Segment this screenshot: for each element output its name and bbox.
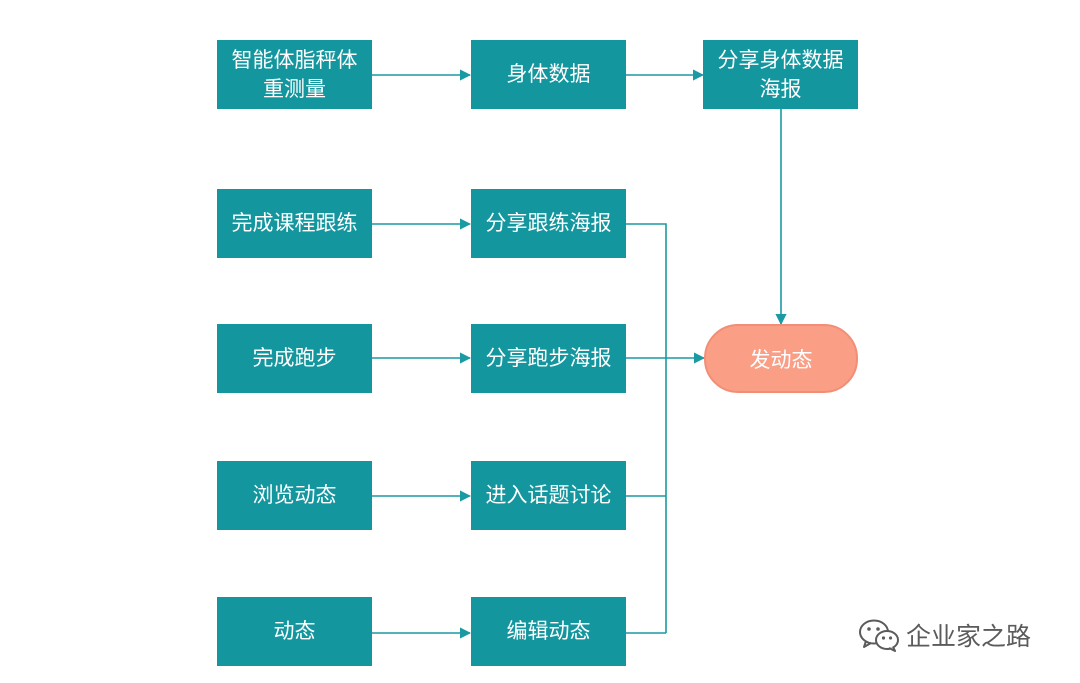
node-share-run-poster: 分享跑步海报: [471, 324, 626, 393]
node-share-body-poster: 分享身体数据海报: [703, 40, 858, 109]
node-post-update-label: 发动态: [749, 347, 813, 372]
node-enter-topic: 进入话题讨论: [471, 461, 626, 530]
watermark-text: 企业家之路: [906, 622, 1032, 651]
node-feed-label: 动态: [273, 619, 316, 643]
node-edit-post: 编辑动态: [471, 597, 626, 666]
watermark: 企业家之路: [858, 616, 1031, 654]
node-share-run-poster-label: 分享跑步海报: [485, 346, 612, 370]
node-smart-scale-label: 智能体脂秤体重测量: [231, 47, 358, 101]
node-post-update: 发动态: [704, 324, 858, 393]
node-browse-feed: 浏览动态: [217, 461, 372, 530]
node-enter-topic-label: 进入话题讨论: [485, 483, 612, 507]
node-finish-course: 完成课程跟练: [217, 189, 372, 258]
node-finish-run-label: 完成跑步: [252, 346, 337, 370]
node-edit-post-label: 编辑动态: [506, 619, 591, 643]
wechat-icon: [859, 619, 899, 652]
node-smart-scale: 智能体脂秤体重测量: [217, 40, 372, 109]
node-body-data-label: 身体数据: [506, 62, 591, 86]
node-share-body-poster-label: 分享身体数据海报: [717, 47, 844, 101]
node-browse-feed-label: 浏览动态: [252, 483, 337, 507]
node-finish-course-label: 完成课程跟练: [231, 211, 358, 235]
link-share-training-to-bus: [625, 223, 667, 633]
node-feed: 动态: [217, 597, 372, 666]
node-body-data: 身体数据: [471, 40, 626, 109]
node-finish-run: 完成跑步: [217, 324, 372, 393]
node-share-training-poster: 分享跟练海报: [471, 189, 626, 258]
node-share-training-poster-label: 分享跟练海报: [485, 211, 612, 235]
